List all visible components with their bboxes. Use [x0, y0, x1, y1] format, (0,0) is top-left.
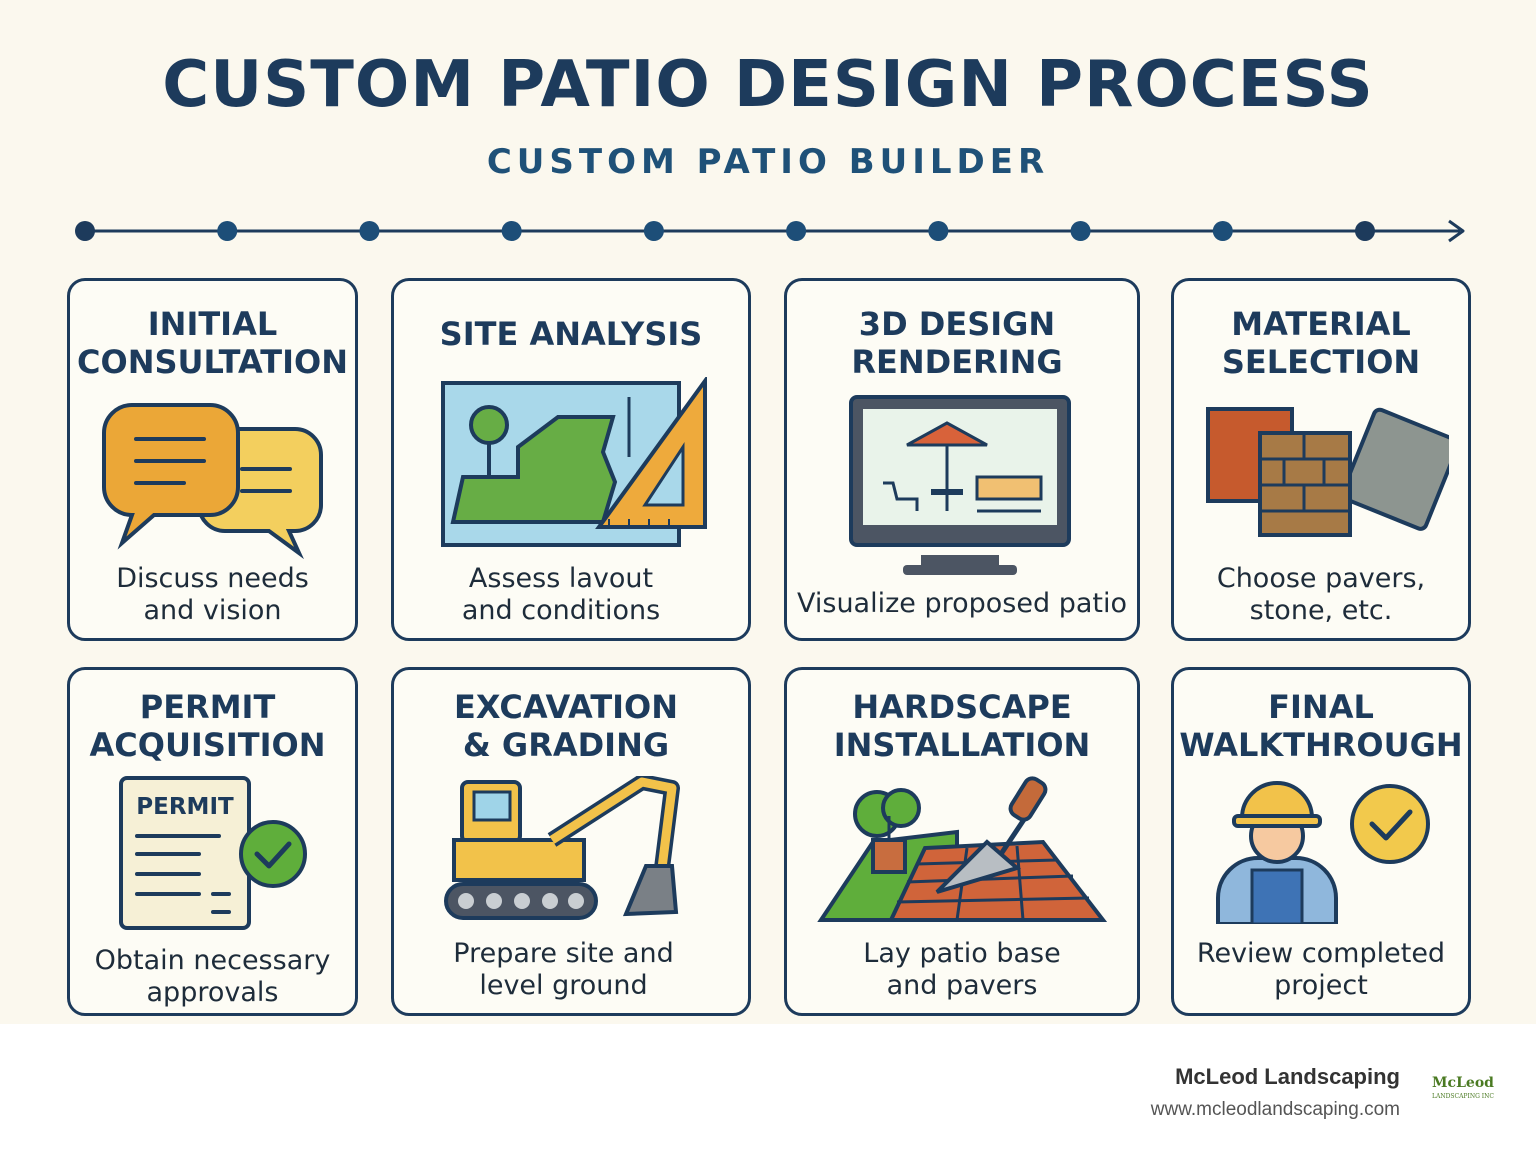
step-card-3d-design-rendering: 3D DESIGN RENDERING Visualize proposed p…	[784, 278, 1140, 641]
trowel-pavers-icon	[817, 776, 1107, 922]
excavator-icon	[444, 776, 680, 920]
page-title: CUSTOM PATIO DESIGN PROCESS	[162, 48, 1374, 122]
page-subtitle: CUSTOM PATIO BUILDER	[486, 142, 1050, 182]
timeline-dot	[786, 221, 807, 241]
timeline-dot	[75, 221, 95, 241]
chat-bubbles-icon	[102, 403, 323, 559]
step-title: MATERIAL SELECTION	[1221, 305, 1421, 381]
step-card-final-walkthrough: FINAL WALKTHROUGH Review completed proje…	[1171, 667, 1471, 1016]
timeline-dot	[1070, 221, 1091, 241]
timeline-dot	[1355, 221, 1375, 241]
step-description: Review completed project	[1196, 938, 1446, 1001]
step-card-excavation-grading: EXCAVATION & GRADING Prepare site and le…	[391, 667, 751, 1016]
timeline-dot	[928, 221, 949, 241]
logo-subtext: LANDSCAPING INC	[1432, 1093, 1494, 1100]
timeline-dot	[501, 221, 522, 241]
company-logo: McLeod LANDSCAPING INC	[1432, 1075, 1494, 1100]
step-title: EXCAVATION & GRADING	[453, 688, 679, 764]
logo-text: McLeod	[1432, 1075, 1494, 1091]
step-title: INITIAL CONSULTATION	[77, 305, 348, 381]
timeline-dot	[217, 221, 238, 241]
worker-check-icon	[1216, 781, 1430, 924]
timeline-arrow-icon	[1448, 219, 1465, 243]
process-timeline	[75, 219, 1465, 243]
company-name: McLeod Landscaping	[1175, 1064, 1400, 1089]
step-title: 3D DESIGN RENDERING	[851, 305, 1063, 381]
timeline-dot	[1212, 221, 1233, 241]
step-description: Visualize proposed patio	[797, 588, 1127, 619]
material-samples-icon	[1206, 407, 1449, 537]
step-description: Choose pavers, stone, etc.	[1216, 563, 1426, 626]
step-description: Obtain necessary approvals	[94, 945, 331, 1008]
step-card-hardscape-installation: HARDSCAPE INSTALLATION Lay patio base an…	[784, 667, 1140, 1016]
step-title: HARDSCAPE INSTALLATION	[833, 688, 1091, 764]
permit-icon-text: PERMIT	[136, 794, 234, 820]
step-description: Prepare site and level ground	[453, 938, 674, 1001]
monitor-rendering-icon	[849, 395, 1071, 575]
timeline-dot	[359, 221, 380, 241]
step-card-initial-consultation: INITIAL CONSULTATION Discuss needs and v…	[67, 278, 358, 641]
company-website-link[interactable]: www.mcleodlandscaping.com	[1150, 1099, 1400, 1120]
step-title: PERMIT ACQUISITION	[89, 688, 326, 764]
step-description: Discuss needs and vision	[116, 563, 309, 626]
timeline-dot	[643, 221, 664, 241]
permit-document-icon: PERMIT	[119, 776, 307, 930]
step-title: SITE ANALYSIS	[439, 315, 703, 353]
infographic-poster: CUSTOM PATIO DESIGN PROCESS CUSTOM PATIO…	[0, 0, 1536, 1024]
step-description: Lay patio base and pavers	[863, 938, 1061, 1001]
step-title: FINAL WALKTHROUGH	[1179, 688, 1463, 764]
step-description: Assess lavout and conditions	[461, 563, 661, 626]
step-card-site-analysis: SITE ANALYSIS Assess lavout and conditio…	[391, 278, 751, 641]
step-card-material-selection: MATERIAL SELECTION Choose pavers, stone,…	[1171, 278, 1471, 641]
site-plan-icon	[441, 377, 707, 547]
step-card-permit-acquisition: PERMIT ACQUISITION PERMIT Obtain necessa…	[67, 667, 358, 1016]
